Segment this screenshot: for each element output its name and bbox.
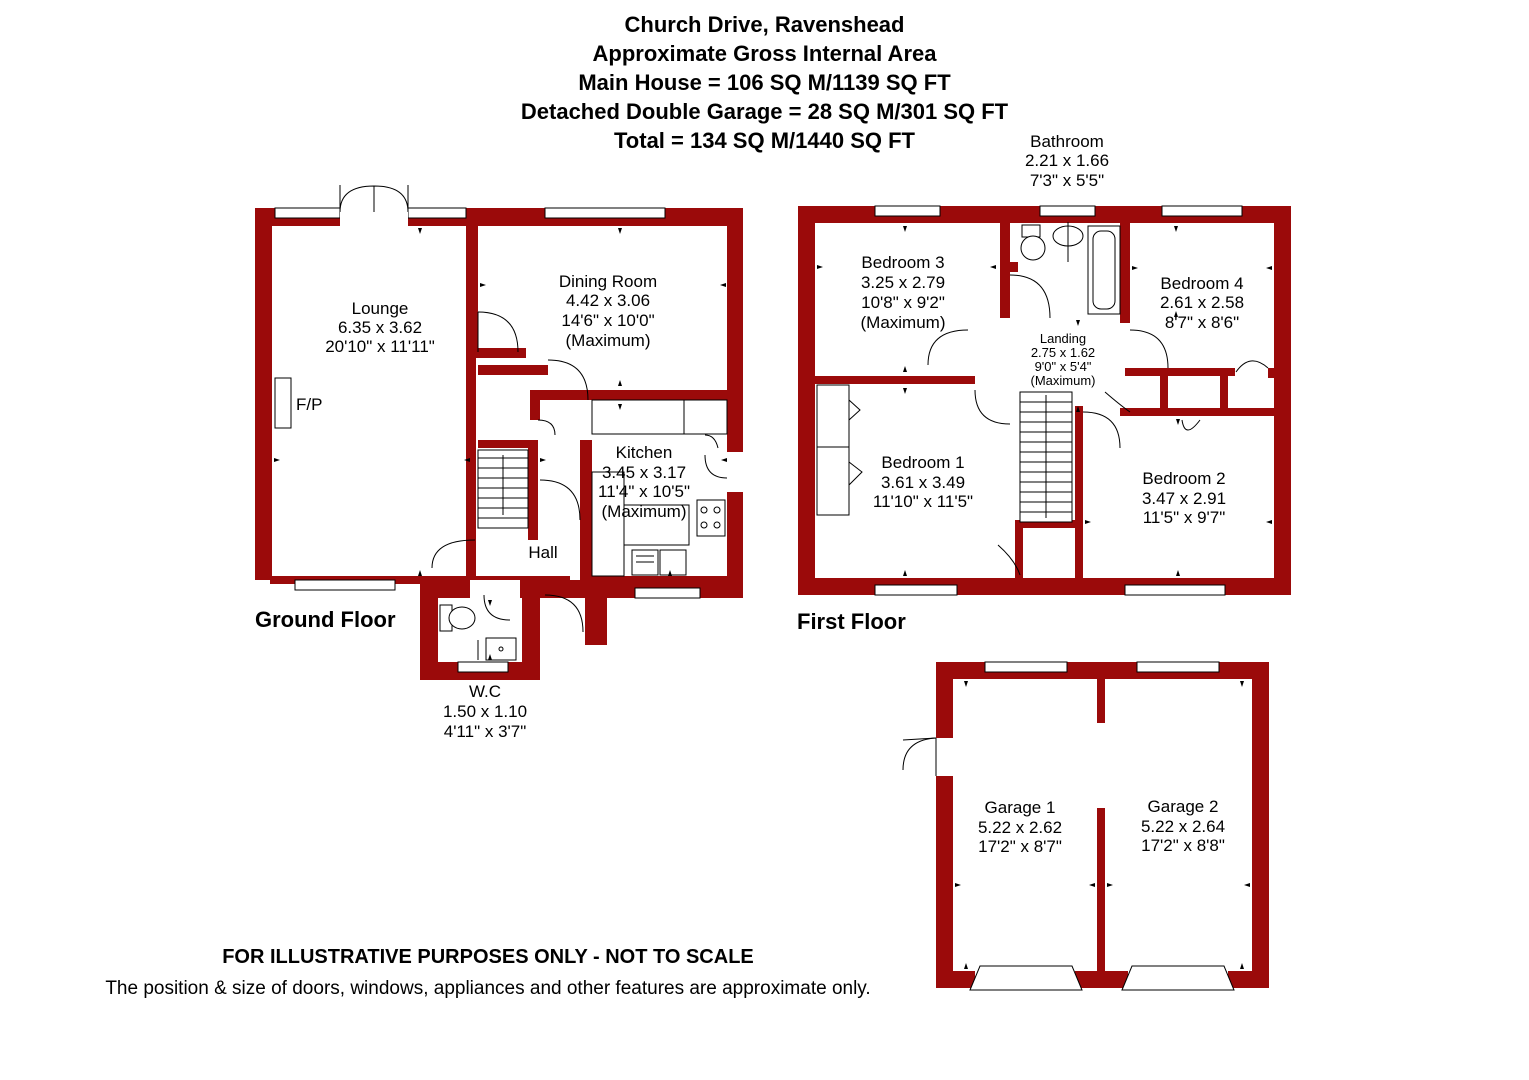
ground-stairs (477, 449, 529, 529)
garage2-name: Garage 2 (1148, 797, 1219, 816)
total-area: Total = 134 SQ M/1440 SQ FT (614, 128, 915, 153)
kitchen-note: (Maximum) (602, 502, 687, 521)
kitchen-name: Kitchen (616, 443, 673, 462)
dining-note: (Maximum) (566, 331, 651, 350)
first-floor-label: First Floor (797, 609, 906, 634)
dining-name: Dining Room (559, 272, 657, 291)
hall-name: Hall (528, 543, 557, 562)
bedroom3-metric: 3.25 x 2.79 (861, 273, 945, 292)
first-dimension-markers (817, 226, 1272, 576)
garage1-imperial: 17'2" x 8'7" (978, 837, 1062, 856)
garage-area: Detached Double Garage = 28 SQ M/301 SQ … (520, 99, 1009, 124)
bedroom2-metric: 3.47 x 2.91 (1142, 489, 1226, 508)
garage1-metric: 5.22 x 2.62 (978, 818, 1062, 837)
dining-metric: 4.42 x 3.06 (566, 291, 650, 310)
bedroom3-note: (Maximum) (861, 313, 946, 332)
kitchen-metric: 3.45 x 3.17 (602, 463, 686, 482)
bedroom1-metric: 3.61 x 3.49 (881, 473, 965, 492)
first-floor: Bathroom 2.21 x 1.66 7'3" x 5'5" Bedroom… (797, 132, 1291, 634)
landing-name: Landing (1040, 331, 1086, 346)
lounge-metric: 6.35 x 3.62 (338, 318, 422, 337)
garage1-name: Garage 1 (985, 798, 1056, 817)
disclaimer-text: The position & size of doors, windows, a… (105, 978, 871, 999)
bedroom4-imperial: 8'7" x 8'6" (1165, 313, 1239, 332)
bathroom-imperial: 7'3" x 5'5" (1030, 171, 1104, 190)
garage2-imperial: 17'2" x 8'8" (1141, 836, 1225, 855)
bedroom3-name: Bedroom 3 (861, 253, 944, 272)
ground-floor-label: Ground Floor (255, 607, 396, 632)
bedroom1-imperial: 11'10" x 11'5" (873, 492, 973, 511)
header: Church Drive, Ravenshead Approximate Gro… (0, 10, 1529, 155)
lounge-name: Lounge (352, 299, 409, 318)
bedroom4-name: Bedroom 4 (1160, 274, 1243, 293)
dining-imperial: 14'6" x 10'0" (561, 311, 654, 330)
bedroom1-name: Bedroom 1 (881, 453, 964, 472)
first-stairs (1019, 391, 1073, 523)
bedroom2-imperial: 11'5" x 9'7" (1143, 508, 1226, 527)
wc-imperial: 4'11" x 3'7" (444, 722, 527, 741)
bedroom4-metric: 2.61 x 2.58 (1160, 293, 1244, 312)
landing-metric: 2.75 x 1.62 (1031, 345, 1095, 360)
wc-walls (420, 580, 540, 680)
lounge-dining-wall (466, 226, 478, 356)
bedroom3-imperial: 10'8" x 9'2" (861, 293, 945, 312)
kitchen-imperial: 11'4" x 10'5" (598, 482, 690, 501)
disclaimer-heading: FOR ILLUSTRATIVE PURPOSES ONLY - NOT TO … (222, 946, 754, 968)
plan-subtitle: Approximate Gross Internal Area (592, 41, 937, 66)
bathroom-metric: 2.21 x 1.66 (1025, 151, 1109, 170)
main-house-area: Main House = 106 SQ M/1139 SQ FT (578, 70, 951, 95)
wc-metric: 1.50 x 1.10 (443, 702, 527, 721)
lounge-imperial: 20'10" x 11'11" (325, 337, 435, 356)
landing-note: (Maximum) (1031, 373, 1096, 388)
ground-floor: Lounge 6.35 x 3.62 20'10" x 11'11" F/P D… (255, 185, 745, 741)
fireplace-label: F/P (296, 395, 322, 414)
wc-name: W.C (469, 682, 501, 701)
ground-dimension-markers (274, 228, 727, 660)
bathroom-name: Bathroom (1030, 132, 1104, 151)
bedroom2-name: Bedroom 2 (1142, 469, 1225, 488)
landing-imperial: 9'0" x 5'4" (1035, 359, 1092, 374)
garage: Garage 1 5.22 x 2.62 17'2" x 8'7" Garage… (902, 661, 1269, 991)
plan-title: Church Drive, Ravenshead (624, 12, 905, 37)
garage2-metric: 5.22 x 2.64 (1141, 817, 1225, 836)
